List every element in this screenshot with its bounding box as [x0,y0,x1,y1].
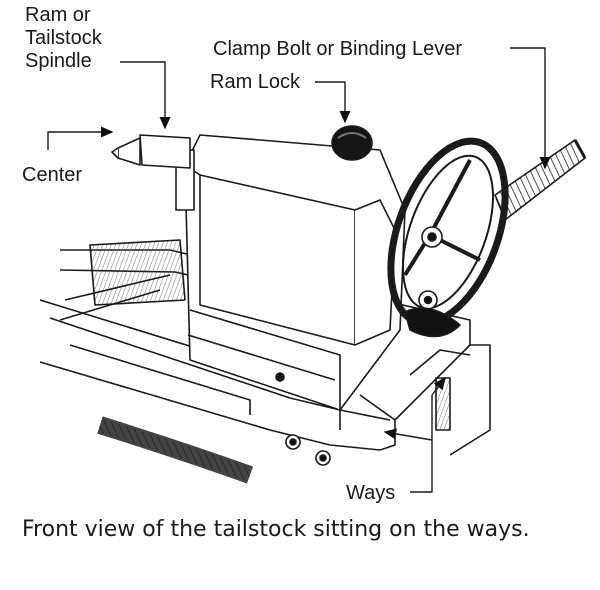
lead-screw [97,416,254,484]
tailstock-illustration [39,47,587,493]
ram-lock-knob [331,125,373,161]
ram-lock-label: Ram Lock [210,71,301,93]
clamp-bolt-label: Clamp Bolt or Binding Lever [213,38,463,60]
ram-spindle-label-line1: Ram or [25,4,91,26]
ram-spindle [111,134,191,169]
ways-label: Ways [346,482,396,504]
leader-lines [47,47,551,493]
figure-caption: Front view of the tailstock sitting on t… [22,517,530,542]
clamp-lever [494,139,587,221]
handwheel [387,137,509,338]
ram-spindle-label-line2: Tailstock [25,27,102,49]
ram-spindle-label-line3: Spindle [25,50,92,72]
center-label: Center [22,164,83,186]
tailstock-body [175,134,406,411]
